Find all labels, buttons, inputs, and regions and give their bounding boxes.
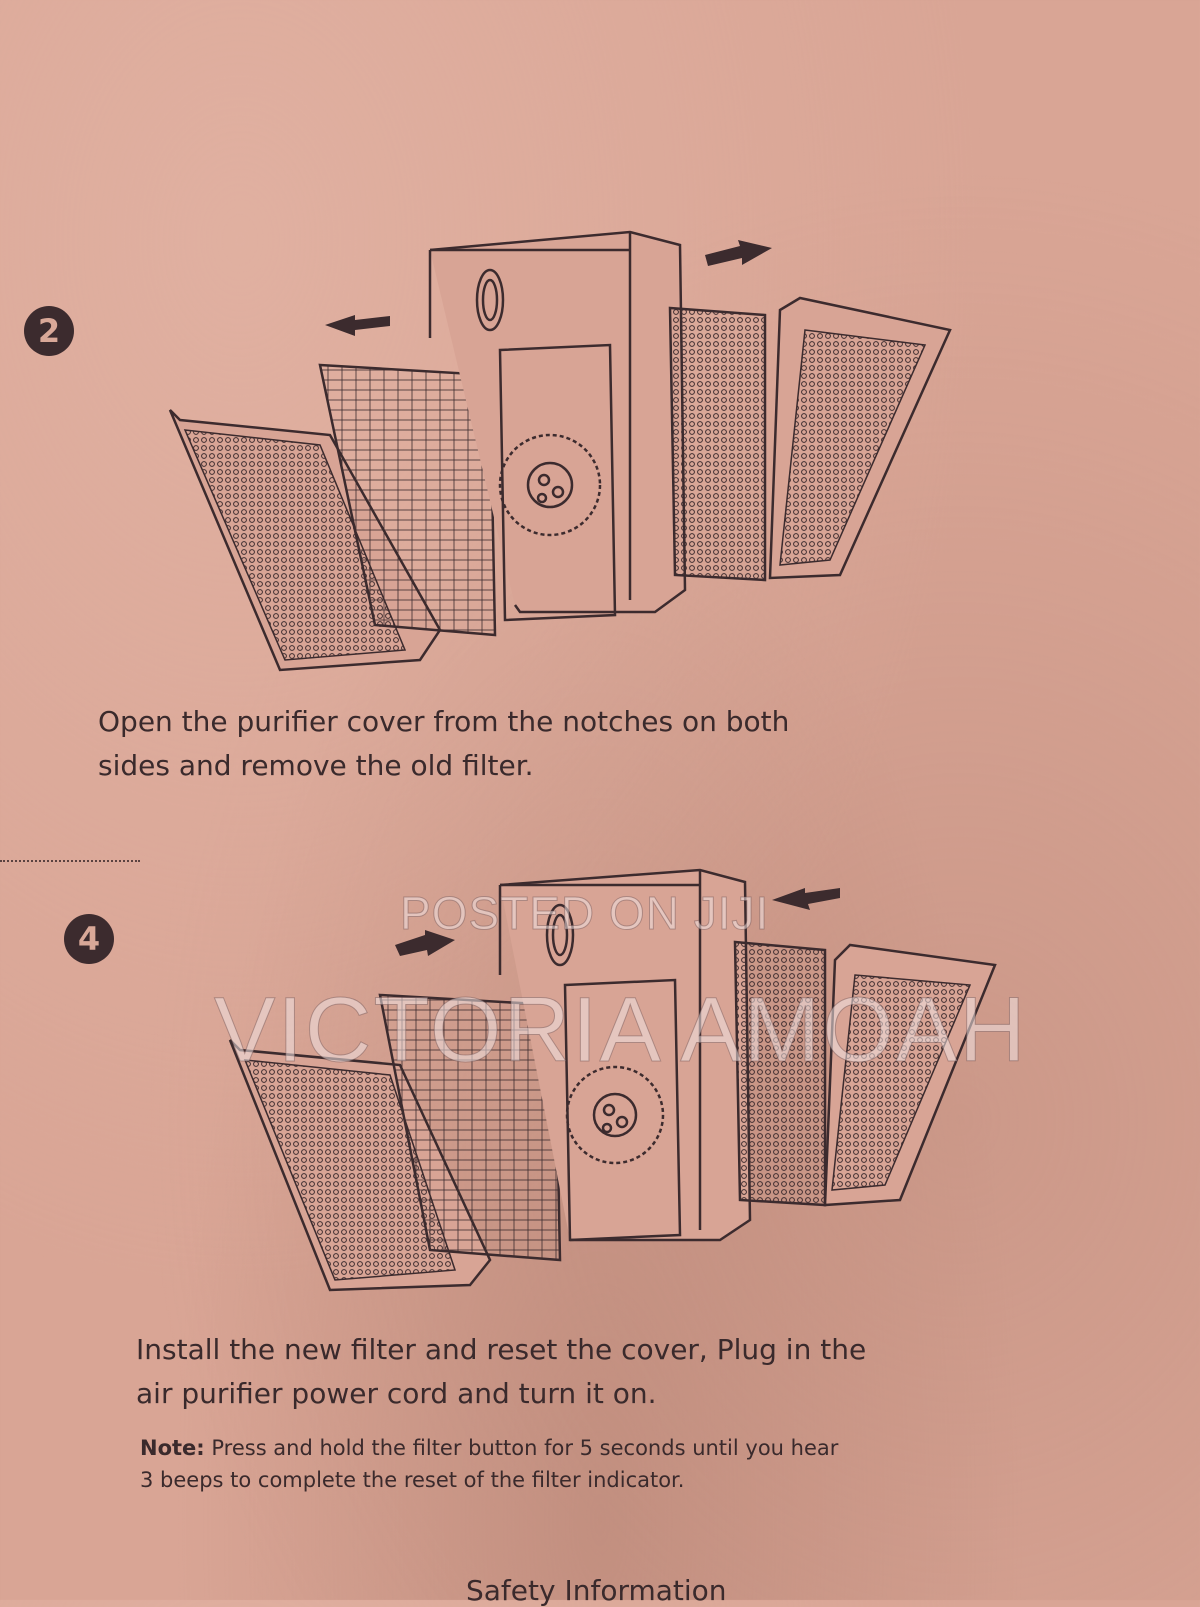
note-label: Note:: [140, 1436, 205, 1460]
step-2-illustration: [168, 230, 952, 672]
arrow-left-icon: [772, 888, 840, 910]
step-2-caption: Open the purifier cover from the notches…: [98, 700, 789, 788]
step-2-badge: 2: [24, 306, 74, 356]
step-4-caption-line-2: air purifier power cord and turn it on.: [136, 1377, 657, 1410]
arrow-right-icon: [395, 930, 455, 956]
section-divider: [0, 860, 140, 862]
step-4-badge: 4: [64, 914, 114, 964]
step-4-illustration: [228, 868, 997, 1292]
purifier-body: [498, 868, 752, 1242]
step-2-caption-line-2: sides and remove the old filter.: [98, 749, 534, 782]
watermark-line-2: VICTORIA AMOAH: [214, 979, 1028, 1082]
step-2-caption-line-1: Open the purifier cover from the notches…: [98, 705, 790, 738]
safety-information-heading: Safety Information: [466, 1574, 727, 1607]
step-4-number: 4: [77, 920, 101, 958]
hepa-filter: [318, 363, 497, 637]
note-line-1: Press and hold the filter button for 5 s…: [204, 1436, 839, 1460]
step-4-caption-line-1: Install the new filter and reset the cov…: [136, 1333, 867, 1366]
arrow-right-icon: [705, 240, 772, 266]
purifier-body: [428, 230, 687, 622]
watermark-line-1: POSTED ON JIJI: [399, 887, 770, 940]
note-line-2: 3 beeps to complete the reset of the fil…: [140, 1468, 685, 1492]
step-4-caption: Install the new filter and reset the cov…: [136, 1328, 866, 1416]
arrow-left-icon: [325, 315, 390, 336]
step-2-number: 2: [37, 312, 61, 350]
hepa-filter: [378, 993, 562, 1262]
step-4-note: Note: Press and hold the filter button f…: [140, 1432, 838, 1496]
right-cover: [823, 943, 997, 1207]
carbon-filter: [668, 306, 767, 582]
right-cover: [768, 296, 952, 580]
